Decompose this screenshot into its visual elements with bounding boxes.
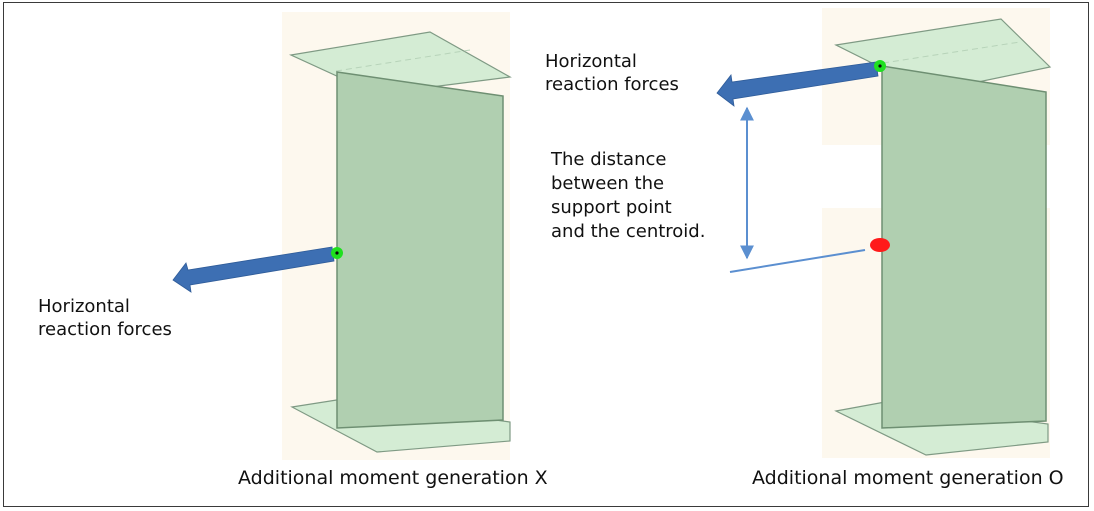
distance-label-line4: and the centroid.: [551, 221, 706, 242]
left-force-label: Horizontal reaction forces: [38, 295, 172, 341]
right-caption: Additional moment generation O: [752, 467, 1064, 489]
distance-label-line1: The distance: [551, 149, 667, 170]
right-top-flange-seam: [882, 41, 1021, 64]
right-centroid-point: [870, 238, 890, 252]
right-web: [881, 65, 1047, 429]
left-top-flange-seam: [335, 49, 471, 72]
right-support-point-core: [878, 64, 882, 68]
left-support-point-core: [335, 251, 339, 255]
left-force-label-line1: Horizontal: [38, 296, 130, 317]
right-force-label-line2: reaction forces: [545, 74, 679, 95]
left-force-arrow: [172, 246, 335, 293]
left-channel-section: [172, 12, 512, 460]
left-web: [336, 71, 504, 429]
right-force-label: Horizontal reaction forces: [545, 50, 679, 96]
left-force-label-line2: reaction forces: [38, 319, 172, 340]
right-force-arrow: [716, 61, 879, 107]
distance-label-line2: between the: [551, 173, 665, 194]
figure-frame: [3, 2, 1089, 507]
distance-label-line3: support point: [551, 197, 672, 218]
right-channel-section: [716, 8, 1052, 458]
centroid-leader-line: [729, 249, 866, 273]
right-force-label-line1: Horizontal: [545, 51, 637, 72]
distance-label: The distance between the support point a…: [551, 148, 705, 244]
left-caption: Additional moment generation X: [238, 467, 548, 489]
